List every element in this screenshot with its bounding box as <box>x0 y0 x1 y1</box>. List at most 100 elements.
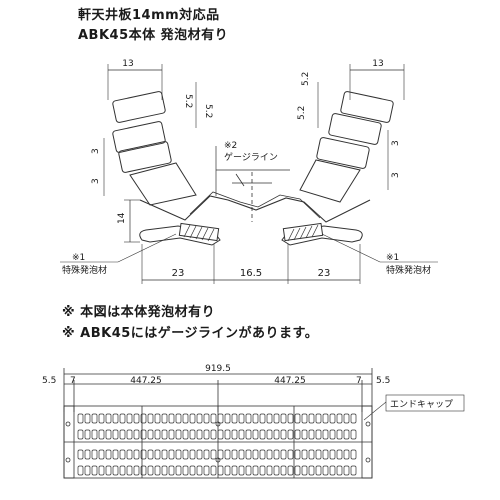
plan-slot <box>189 413 196 424</box>
plan-slot <box>273 429 280 440</box>
plan-slot <box>182 449 189 460</box>
plan-slot <box>140 429 147 440</box>
dim-text-inset-left: 7 <box>70 376 76 386</box>
right-slot-3 <box>316 137 370 169</box>
plan-slot <box>105 429 112 440</box>
left-note1-mark: ※1 <box>72 253 85 263</box>
plan-slot <box>203 465 210 476</box>
plan-slot <box>147 449 154 460</box>
plan-slot <box>196 465 203 476</box>
plan-slot <box>273 413 280 424</box>
notes: ※ 本図は本体発泡材有り ※ ABK45にはゲージラインがあります。 <box>62 302 318 344</box>
plan-slot <box>189 465 196 476</box>
right-slot-1 <box>340 91 394 123</box>
plan-slot <box>140 413 147 424</box>
right-slots <box>299 91 394 203</box>
plan-slot <box>287 465 294 476</box>
dim-text-span-left: 23 <box>172 268 185 279</box>
plan-slot <box>126 413 133 424</box>
plan-slot <box>322 449 329 460</box>
plan-slot <box>273 465 280 476</box>
plan-slot <box>210 429 217 440</box>
plan-slot <box>133 465 140 476</box>
dim-text-right-52b: 5.2 <box>297 106 307 120</box>
plan-slot <box>154 413 161 424</box>
plan-slot <box>336 465 343 476</box>
plan-texts: 919.5 5.5 5.5 7 7 447.25 447.25 エンドキャップ <box>42 364 453 410</box>
plan-slot <box>252 429 259 440</box>
plan-slot <box>252 465 259 476</box>
plan-slot <box>224 429 231 440</box>
plan-slot <box>329 449 336 460</box>
plan-slot <box>301 465 308 476</box>
plan-slot <box>308 449 315 460</box>
plan-slot <box>77 413 84 424</box>
plan-slot <box>238 449 245 460</box>
plan-slot <box>273 449 280 460</box>
plan-slot <box>77 465 84 476</box>
plan-slot <box>259 465 266 476</box>
gauge-mark <box>235 173 245 187</box>
right-flange <box>281 225 363 246</box>
plan-slot <box>294 449 301 460</box>
plan-slot <box>350 465 357 476</box>
left-slot-1 <box>112 91 166 123</box>
plan-slot <box>196 449 203 460</box>
plan-slot <box>210 465 217 476</box>
plan-view <box>63 368 465 479</box>
dim-text-half-left: 447.25 <box>130 376 162 386</box>
dim-text-span-right: 23 <box>318 268 331 279</box>
plan-slot <box>161 413 168 424</box>
plan-slot <box>91 429 98 440</box>
body-profile-inner <box>189 191 321 219</box>
end-cap-label-box <box>385 394 465 412</box>
plan-slot <box>336 429 343 440</box>
end-cap-leader <box>363 401 387 421</box>
end-cap-right <box>361 405 373 479</box>
left-slot-4 <box>129 162 197 206</box>
plan-slot <box>301 449 308 460</box>
plan-slot <box>161 465 168 476</box>
plan-slot <box>280 429 287 440</box>
dim-text-right-3b: 3 <box>391 172 401 178</box>
plan-slot <box>224 465 231 476</box>
plan-slot <box>350 413 357 424</box>
end-cap-label: エンドキャップ <box>390 399 453 410</box>
plan-slot <box>175 429 182 440</box>
plan-slot <box>315 449 322 460</box>
plan-slot <box>217 465 224 476</box>
plan-slot <box>343 429 350 440</box>
plan-slot <box>168 465 175 476</box>
header-subtitle: ABK45本体 発泡材有り <box>78 28 229 43</box>
dim-text-span-center: 16.5 <box>240 268 262 279</box>
plan-slot <box>315 465 322 476</box>
plan-slot <box>259 413 266 424</box>
body-profile <box>139 195 371 223</box>
plan-slot <box>210 413 217 424</box>
plan-slot <box>287 413 294 424</box>
plan-slot <box>112 413 119 424</box>
plan-slot <box>238 413 245 424</box>
right-foam-label: 特殊発泡材 <box>386 264 431 276</box>
plan-slot <box>189 449 196 460</box>
plan-slot <box>133 413 140 424</box>
dim-text-edge-left: 5.5 <box>42 376 56 386</box>
plan-slot <box>322 413 329 424</box>
plan-slot <box>91 449 98 460</box>
end-cap-left <box>63 405 75 479</box>
plan-slot <box>105 413 112 424</box>
plan-slot <box>266 413 273 424</box>
plan-slot <box>175 449 182 460</box>
plan-slot <box>231 465 238 476</box>
plan-slot <box>84 465 91 476</box>
right-foam-leader <box>321 233 381 263</box>
plan-slot <box>161 449 168 460</box>
plan-slot <box>98 465 105 476</box>
plan-slot <box>245 465 252 476</box>
plan-slot <box>84 413 91 424</box>
dim-text-left-13: 13 <box>122 59 133 69</box>
dim-text-left-3a: 3 <box>91 148 101 154</box>
plan-slot <box>77 429 84 440</box>
dim-text-total: 919.5 <box>205 364 231 374</box>
plan-slot <box>140 449 147 460</box>
